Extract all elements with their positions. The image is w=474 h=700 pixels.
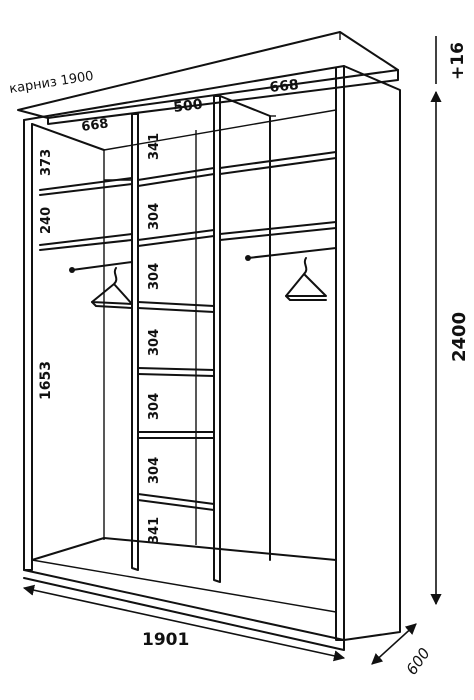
right-section-width: 668 — [269, 77, 300, 96]
middle-height-label: 341 — [147, 133, 162, 160]
left-section-width: 668 — [80, 116, 109, 135]
middle-section-panels — [131, 95, 276, 583]
left-shelves — [39, 177, 133, 273]
left-height-label: 373 — [39, 149, 54, 176]
left-height-label: 1653 — [38, 361, 54, 400]
middle-shelves — [137, 167, 215, 511]
hanger-icon — [91, 267, 133, 309]
middle-height-label: 304 — [147, 263, 162, 290]
overall-width-label: 1901 — [142, 630, 189, 650]
right-shelves — [219, 151, 337, 261]
middle-section-width: 500 — [173, 96, 204, 115]
middle-height-label: 341 — [147, 517, 162, 544]
left-height-label: 240 — [39, 207, 54, 234]
middle-height-label: 304 — [147, 203, 162, 230]
middle-height-label: 304 — [147, 457, 162, 484]
cabinet-body — [23, 65, 401, 651]
overall-height-label: 2400 — [449, 312, 470, 362]
depth-label: 600 — [403, 645, 434, 679]
middle-height-label: 304 — [147, 393, 162, 420]
dimension-lines — [22, 36, 442, 665]
cornice — [17, 31, 399, 125]
cornice-label: карниз 1900 — [8, 69, 94, 97]
top-extra-label: +16 — [448, 42, 468, 80]
middle-height-label: 304 — [147, 329, 162, 356]
hanger-icon — [285, 257, 327, 301]
